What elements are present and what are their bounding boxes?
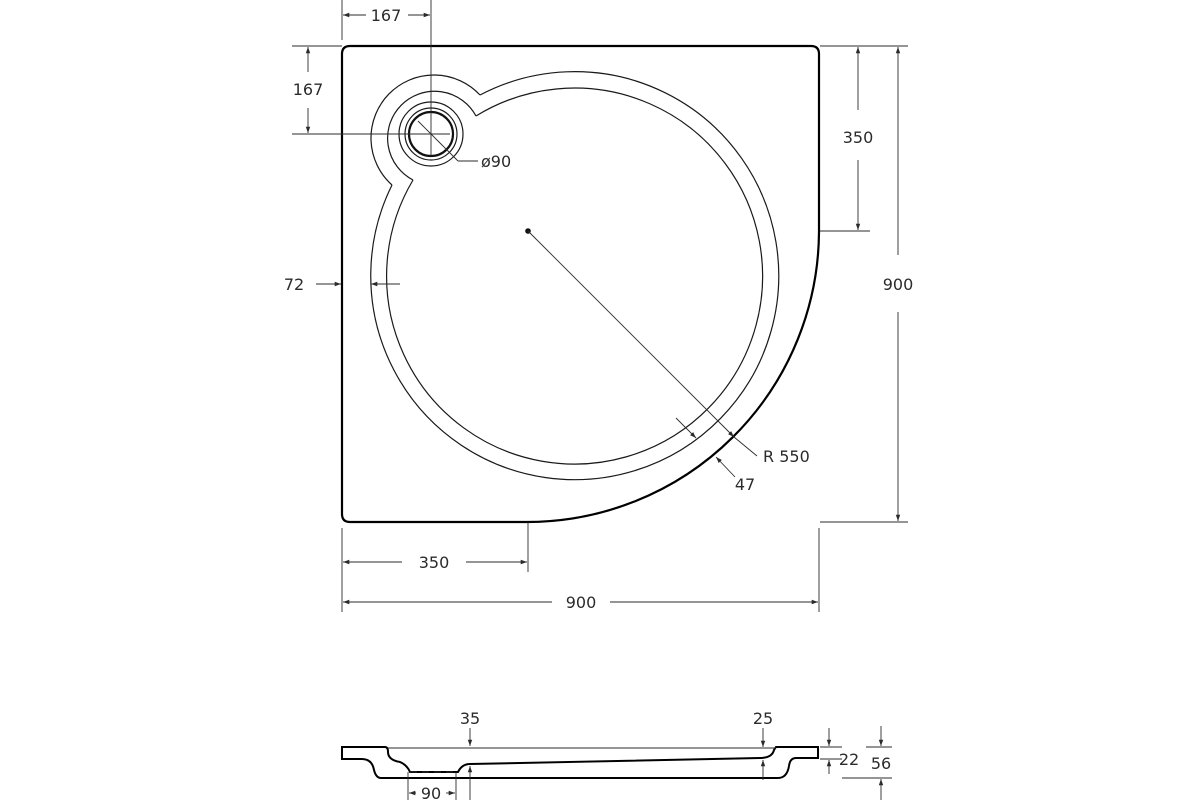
- dim-total-width: 900: [566, 593, 597, 612]
- dim-right-rim: 25: [753, 709, 773, 728]
- drain-boss-outline: [370, 74, 481, 186]
- dim-wall-offset: 72: [284, 275, 304, 294]
- dim-radius: R 550: [763, 447, 810, 466]
- section-view: 35 25 22 56 90: [341, 709, 892, 800]
- dim-drain-offset-x: 167: [371, 6, 402, 25]
- dim-rim-width: 47: [735, 475, 755, 494]
- bowl-rim-outer: [370, 71, 780, 481]
- dim-drain-width: 90: [421, 784, 441, 800]
- bowl-inner: [386, 87, 764, 465]
- dim-total-height: 900: [883, 275, 914, 294]
- dim-drain-offset-y: 167: [293, 80, 324, 99]
- dim-rim-height: 22: [839, 750, 859, 769]
- dim-drain-diameter: ø90: [481, 152, 511, 171]
- plan-view: 167 167 ø90 350 900 72 R 550 4: [284, 0, 913, 612]
- dim-left-rim: 35: [460, 709, 480, 728]
- tray-outline: [340, 44, 821, 524]
- section-profile: [341, 746, 819, 779]
- dim-total-height-section: 56: [871, 754, 891, 773]
- dim-right-straight: 350: [843, 128, 874, 147]
- drain-inner-ring: [387, 90, 477, 181]
- dim-bottom-straight: 350: [419, 553, 450, 572]
